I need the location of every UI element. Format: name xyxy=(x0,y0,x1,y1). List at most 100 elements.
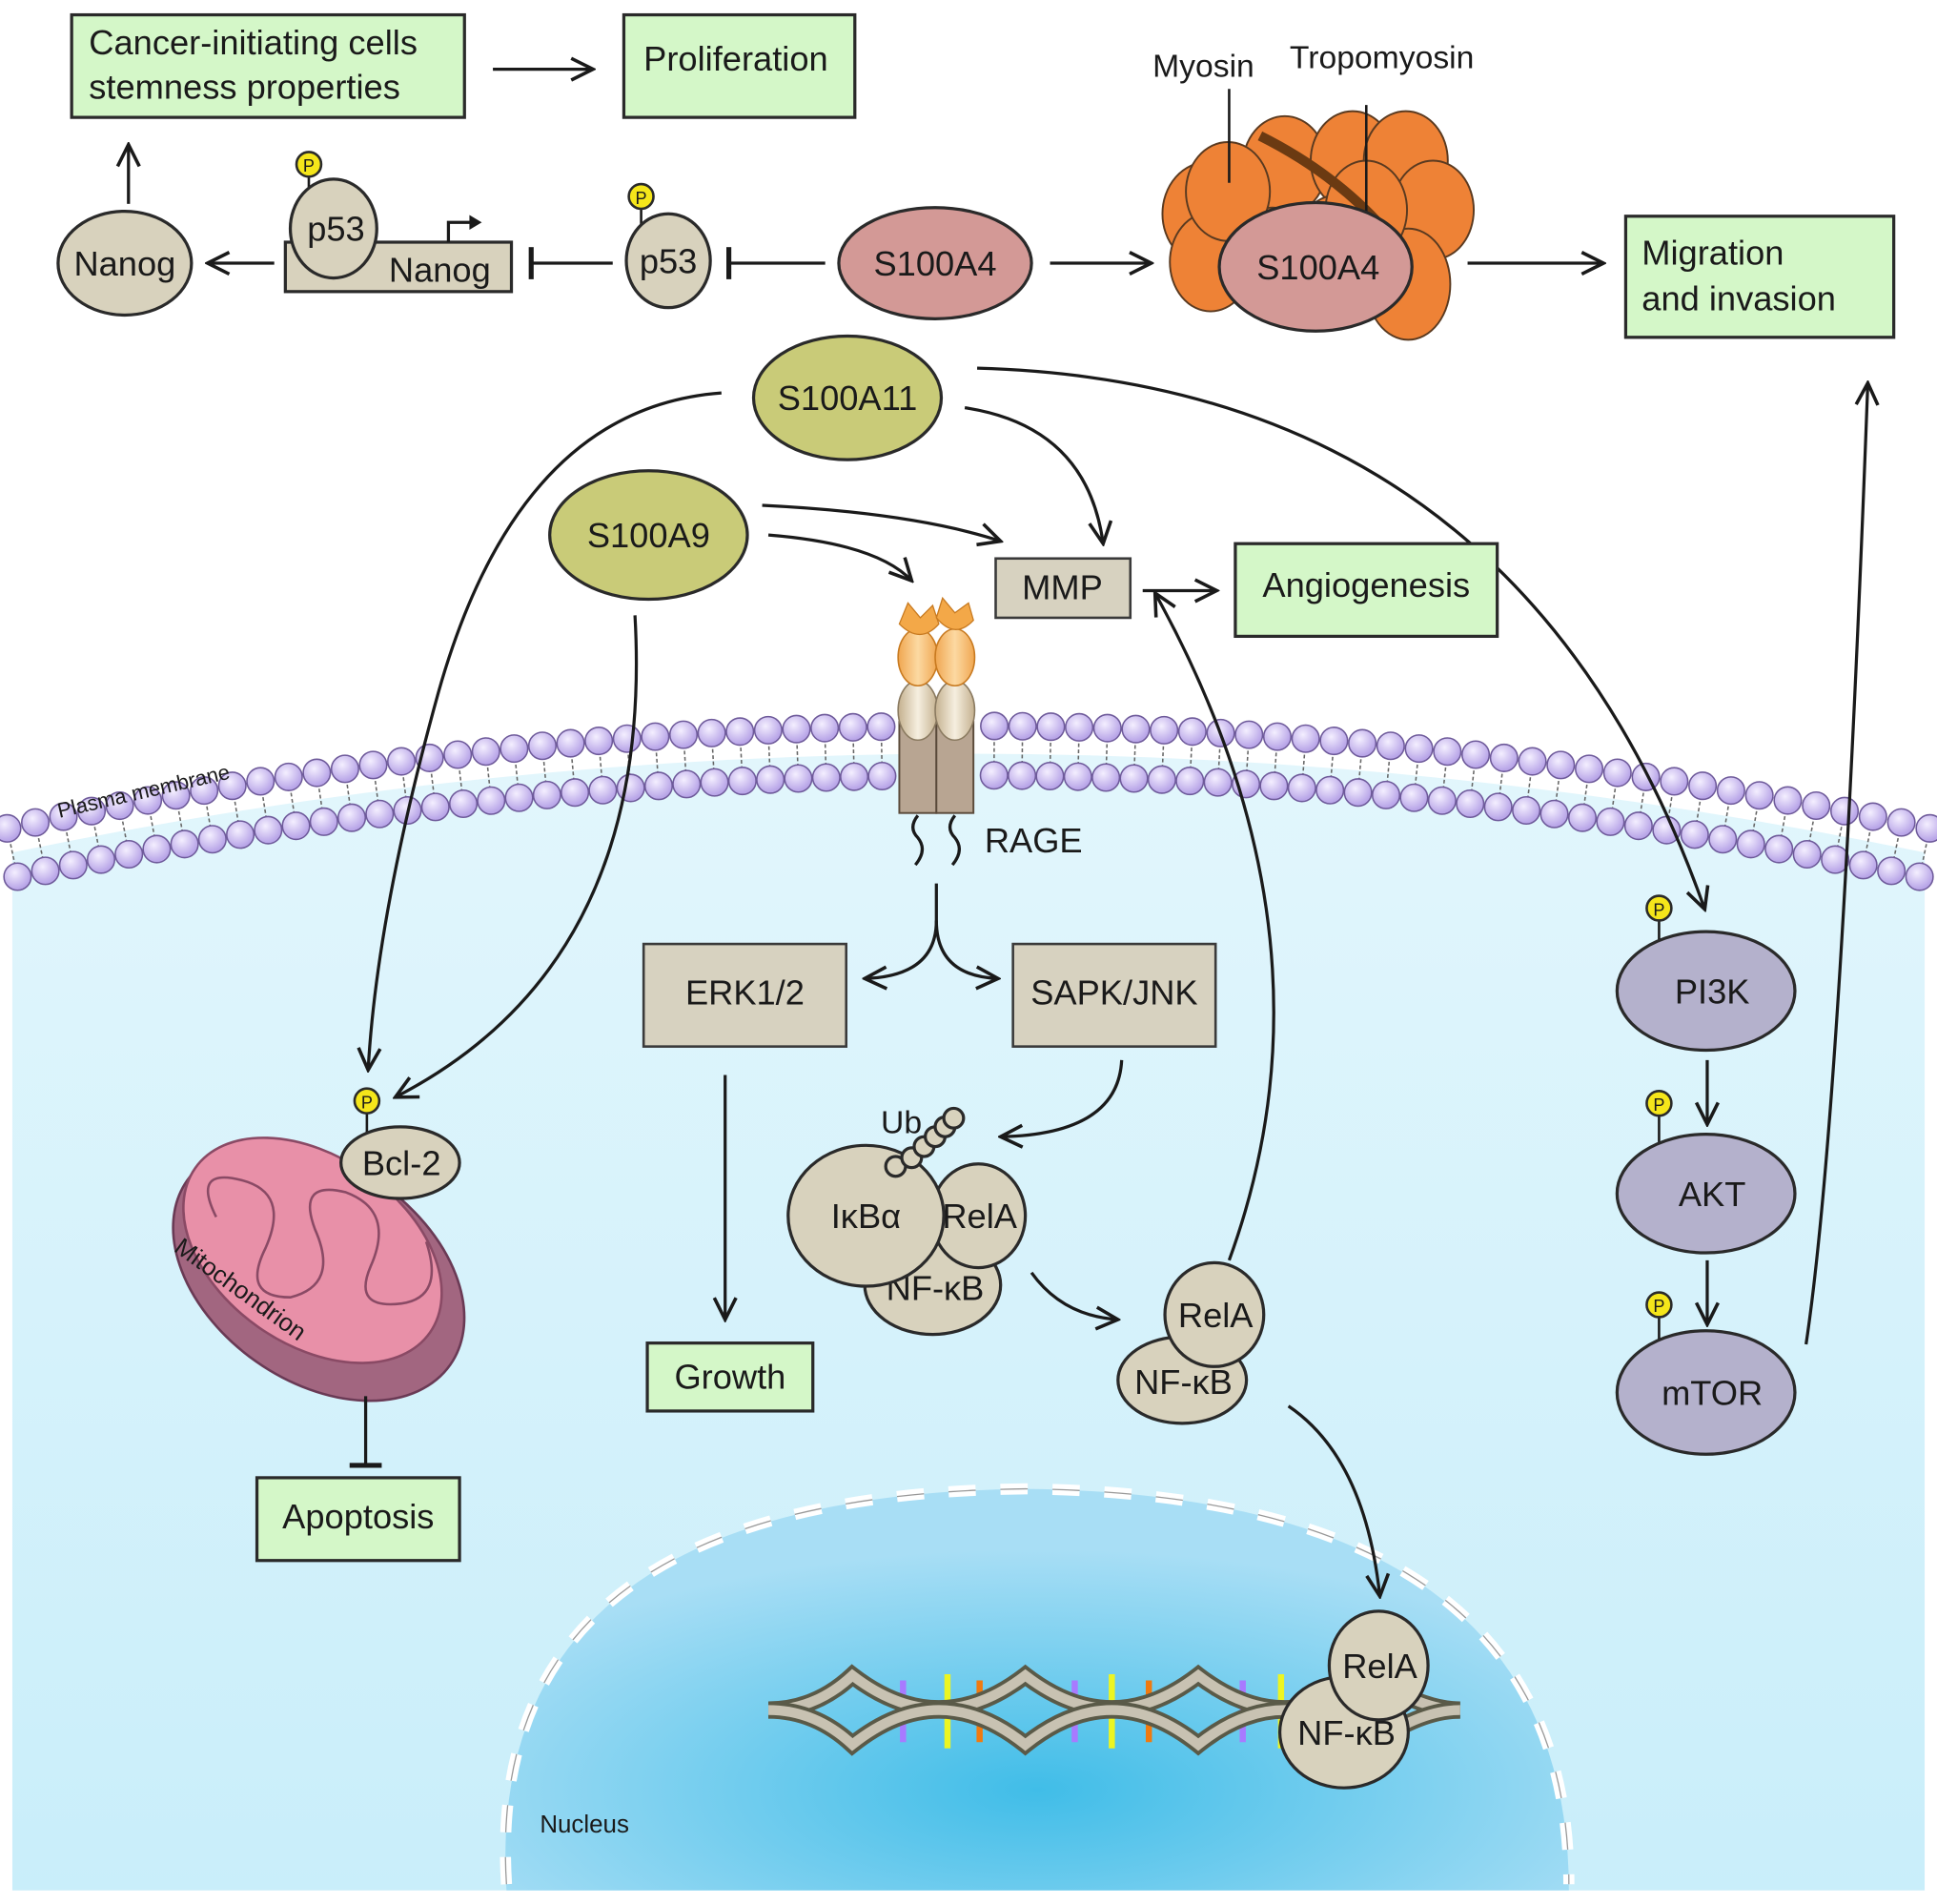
lipid-head xyxy=(77,796,107,826)
erk-label: ERK1/2 xyxy=(685,973,805,1013)
lipid-head xyxy=(1147,765,1176,794)
s100a11-label: S100A11 xyxy=(778,379,918,418)
lipid-head xyxy=(448,788,479,819)
lipid-tail xyxy=(880,736,883,767)
lipid-head xyxy=(358,750,388,780)
lipid-tail xyxy=(739,741,744,771)
lipid-head xyxy=(274,762,303,791)
lipid-head xyxy=(1234,720,1264,749)
lipid-head xyxy=(1404,734,1434,764)
proliferation-box: Proliferation xyxy=(622,12,857,119)
lipid-tail xyxy=(1274,746,1278,777)
lipid-head xyxy=(1177,717,1207,747)
lipid-head xyxy=(1348,728,1377,758)
lipid-head xyxy=(309,807,338,836)
lipid-head xyxy=(725,717,755,747)
lipid-head xyxy=(1518,747,1547,776)
lipid-head xyxy=(756,765,785,794)
arrow-s100a9-rage xyxy=(767,533,911,581)
lipid-tail xyxy=(599,750,603,781)
lipid-tail xyxy=(120,815,129,845)
lipid-head xyxy=(1456,788,1485,819)
lipid-tail xyxy=(542,755,547,786)
lipid-head xyxy=(500,734,529,764)
pi3k-label: PI3K xyxy=(1675,972,1750,1011)
arrow-complex-release xyxy=(1030,1271,1118,1320)
sapk-box: SAPK/JNK xyxy=(1011,942,1217,1048)
lipid-tail xyxy=(1301,748,1306,779)
lipid-tail xyxy=(261,790,268,821)
lipid-head xyxy=(1848,850,1878,880)
lipid-head xyxy=(443,740,473,769)
ikba-label: IκBα xyxy=(831,1197,901,1236)
lipid-head xyxy=(21,808,51,837)
lipid-tail xyxy=(36,831,45,862)
arrow-nfkb-nucleus xyxy=(1287,1404,1380,1597)
lipid-head xyxy=(1688,771,1718,801)
rela-nfkb-dna-bound: NF-κB RelA xyxy=(1277,1609,1430,1790)
lipid-head xyxy=(811,763,841,792)
lipid-head xyxy=(190,776,219,806)
lipid-head xyxy=(727,767,757,796)
lipid-tail xyxy=(1695,795,1703,826)
lipid-head xyxy=(584,727,614,756)
nanog-label: Nanog xyxy=(73,244,175,283)
lipid-head xyxy=(31,856,60,886)
rela-dna-label: RelA xyxy=(1342,1647,1417,1686)
p53-protein: P p53 xyxy=(624,182,712,310)
rela-free-label: RelA xyxy=(1178,1296,1254,1335)
lipid-tail xyxy=(1499,768,1504,798)
lipid-tail xyxy=(1386,755,1391,786)
tropomyosin-label: Tropomyosin xyxy=(1290,40,1474,75)
lipid-tail xyxy=(1245,744,1250,775)
lipid-tail xyxy=(1414,758,1419,788)
phospho-icon xyxy=(1645,1291,1673,1319)
s100a4-bound: S100A4 xyxy=(1217,200,1414,333)
lipid-head xyxy=(3,862,32,891)
lipid-tail xyxy=(1049,736,1052,767)
lipid-head xyxy=(867,712,896,742)
lipid-head xyxy=(1802,790,1831,821)
lipid-head xyxy=(1036,712,1066,742)
lipid-head xyxy=(1744,781,1774,810)
lipid-head xyxy=(641,722,670,751)
lipid-head xyxy=(133,786,163,815)
lipid-tail xyxy=(430,768,436,798)
lipid-tail xyxy=(374,774,379,805)
lipid-tail xyxy=(1190,741,1193,771)
lipid-head xyxy=(1575,754,1604,784)
lipid-head xyxy=(527,731,557,761)
stemness-line-2: stemness properties xyxy=(89,68,400,107)
phospho-label: P xyxy=(1653,1297,1664,1316)
lipid-head xyxy=(979,761,1009,790)
lipid-tail xyxy=(289,787,296,817)
lipid-head xyxy=(142,834,172,864)
lipid-tail xyxy=(8,837,16,868)
migration-line-2: and invasion xyxy=(1641,278,1836,317)
mmp-label: MMP xyxy=(1022,568,1103,607)
nfkb-free-label: NF-κB xyxy=(1134,1362,1233,1402)
stemness-box: Cancer-initiating cells stemness propert… xyxy=(70,12,466,119)
lipid-tail xyxy=(1357,752,1362,783)
plasma-membrane xyxy=(0,711,1937,891)
lipid-head xyxy=(672,769,702,799)
lipid-tail xyxy=(1723,800,1730,830)
sapk-label: SAPK/JNK xyxy=(1030,973,1197,1013)
lipid-head xyxy=(1539,799,1569,829)
nucleus-label: Nucleus xyxy=(540,1812,629,1838)
lipid-head xyxy=(668,720,699,749)
lipid-head xyxy=(302,758,332,788)
proliferation-label: Proliferation xyxy=(643,39,828,78)
ubiquitin-chain-icon xyxy=(884,1106,966,1178)
lipid-head xyxy=(1680,820,1709,850)
lipid-head xyxy=(1631,762,1661,791)
lipid-tail xyxy=(683,744,687,775)
lipid-head xyxy=(1291,724,1320,753)
s100a9-protein: S100A9 xyxy=(548,469,749,602)
lipid-tail xyxy=(1526,770,1533,801)
lipid-head xyxy=(330,754,359,784)
phospho-label: P xyxy=(303,156,315,175)
lipid-tail xyxy=(1582,778,1589,809)
lipid-head xyxy=(1376,731,1405,761)
